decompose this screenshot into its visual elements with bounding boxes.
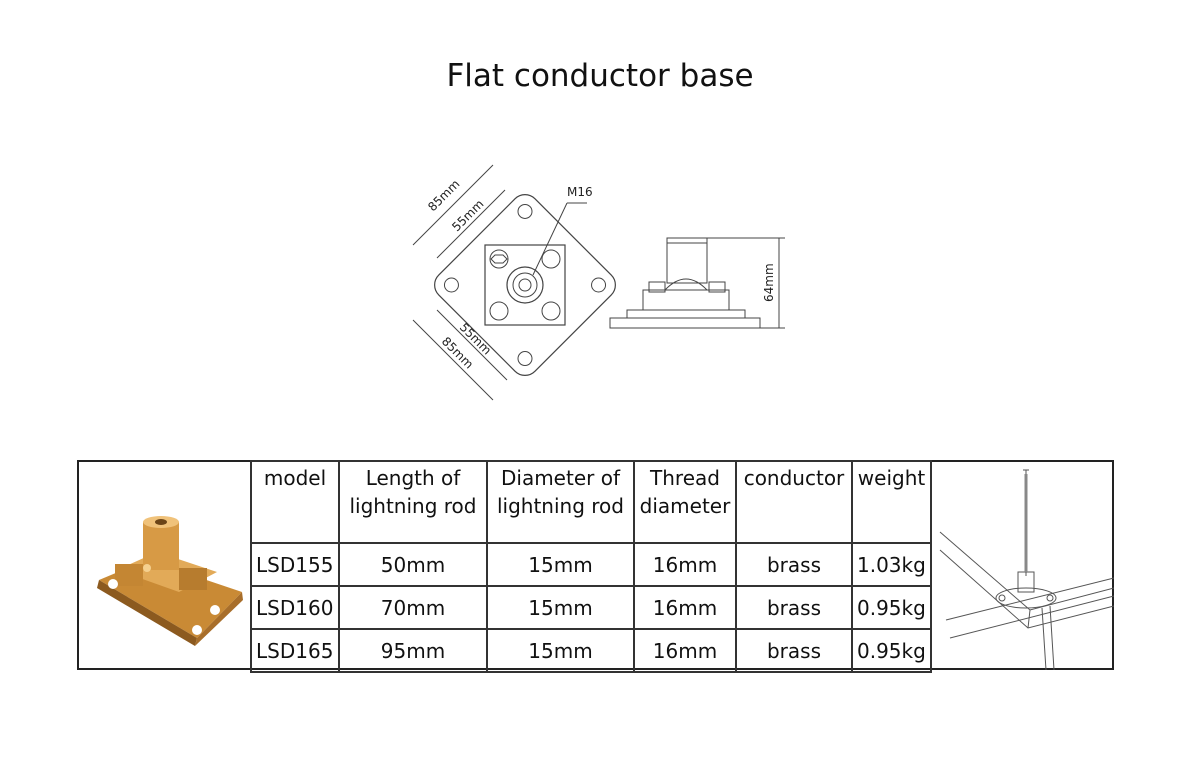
- product-photo: [77, 460, 250, 670]
- cell-thread: 16mm: [633, 585, 737, 630]
- page-title: Flat conductor base: [446, 58, 754, 94]
- cell-conductor: brass: [735, 585, 853, 630]
- clamp-view: [484, 202, 587, 326]
- cell-diameter: 15mm: [486, 542, 635, 587]
- header-line: conductor: [743, 466, 845, 490]
- dimension-lines: [412, 164, 508, 401]
- header-weight: weight: [851, 460, 932, 544]
- dim-inner-top: 55mm: [449, 197, 486, 234]
- cell-length: 50mm: [338, 542, 488, 587]
- side-view: [609, 237, 785, 329]
- cell-model: LSD165: [250, 628, 340, 673]
- header-line: Thread: [650, 466, 720, 490]
- brass-base-image: [97, 516, 243, 646]
- cell-weight: 0.95kg: [851, 585, 932, 630]
- table-header-row: model Length of lightning rod Diameter of…: [250, 460, 932, 544]
- cell-diameter: 15mm: [486, 628, 635, 673]
- cell-weight: 0.95kg: [851, 628, 932, 673]
- cell-conductor: brass: [735, 628, 853, 673]
- header-conductor: conductor: [735, 460, 853, 544]
- spec-table: model Length of lightning rod Diameter of…: [250, 460, 932, 673]
- technical-drawing: 85mm 55mm 55mm 85mm M16 64mm: [395, 150, 815, 410]
- header-thread: Thread diameter: [633, 460, 737, 544]
- header-line: Length of: [365, 466, 461, 490]
- dim-height: 64mm: [762, 263, 776, 302]
- header-line: diameter: [639, 494, 731, 518]
- installation-svg: [939, 469, 1115, 671]
- header-line: lightning rod: [496, 494, 624, 518]
- header-diameter: Diameter of lightning rod: [486, 460, 635, 544]
- table-row: LSD160 70mm 15mm 16mm brass 0.95kg: [250, 585, 932, 630]
- cell-conductor: brass: [735, 542, 853, 587]
- cell-weight: 1.03kg: [851, 542, 932, 587]
- header-line: Diameter of: [500, 466, 620, 490]
- installation-sketch: [930, 460, 1115, 671]
- cell-length: 70mm: [338, 585, 488, 630]
- dim-thread: M16: [567, 185, 593, 199]
- top-view: [434, 194, 616, 376]
- table-row: LSD165 95mm 15mm 16mm brass 0.95kg: [250, 628, 932, 673]
- header-length: Length of lightning rod: [338, 460, 488, 544]
- table-row: LSD155 50mm 15mm 16mm brass 1.03kg: [250, 542, 932, 587]
- cell-model: LSD160: [250, 585, 340, 630]
- cell-model: LSD155: [250, 542, 340, 587]
- cell-length: 95mm: [338, 628, 488, 673]
- cell-diameter: 15mm: [486, 585, 635, 630]
- dim-outer-top: 85mm: [425, 177, 462, 214]
- cell-thread: 16mm: [633, 628, 737, 673]
- cell-thread: 16mm: [633, 542, 737, 587]
- header-line: model: [263, 466, 327, 490]
- drawing-svg: 85mm 55mm 55mm 85mm M16 64mm: [412, 164, 785, 401]
- header-line: lightning rod: [349, 494, 477, 518]
- header-line: weight: [857, 466, 926, 490]
- header-model: model: [250, 460, 340, 544]
